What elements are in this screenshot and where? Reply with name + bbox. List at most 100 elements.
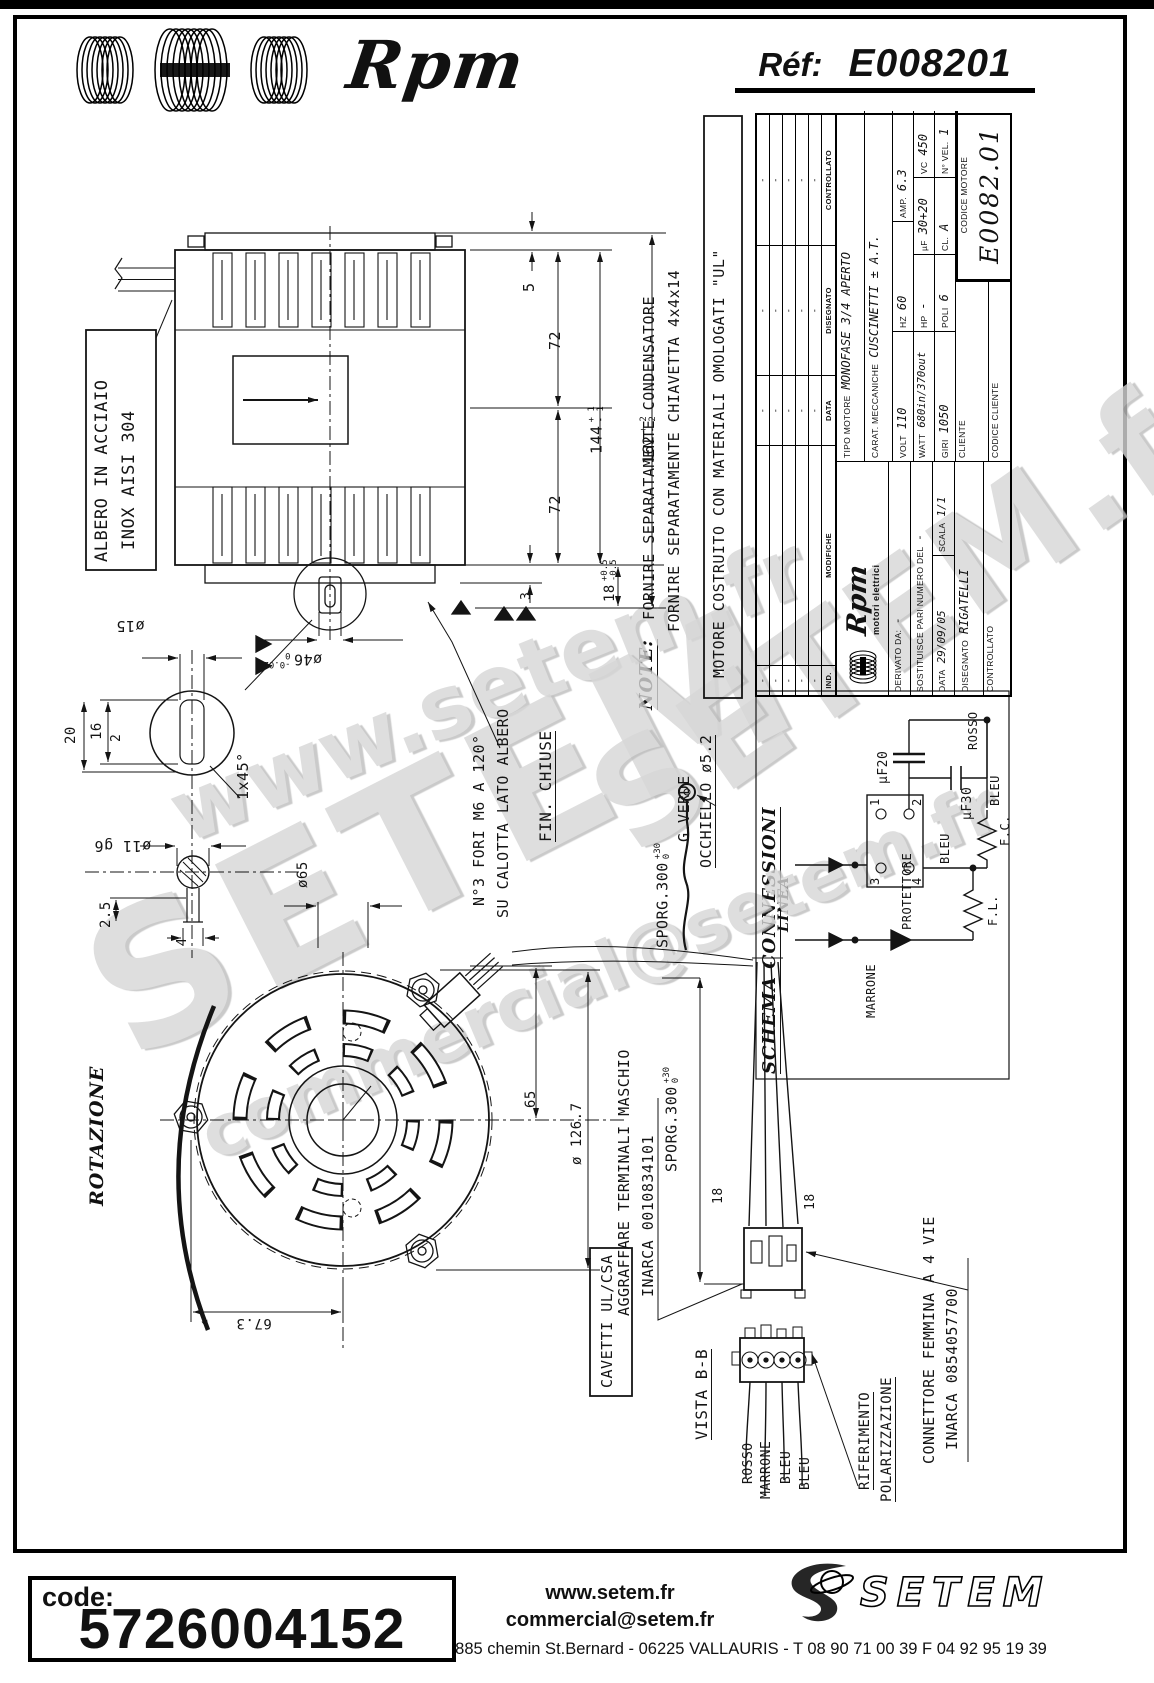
schema-terminal-1: 1 [868,798,882,806]
rev-cell [809,445,822,665]
footer-site[interactable]: www.setem.fr [545,1582,675,1604]
rev-header: MODIFICHE [822,445,837,665]
schema-marrone: MARRONE [864,963,878,1018]
rev-cell: - [770,114,783,245]
rev-cell: - [757,375,770,445]
rev-header: IND. [822,665,837,695]
dim-2: 2 [109,733,124,742]
cable-gland [419,952,504,1032]
wire-label-marrone: MARRONE [759,1440,774,1499]
shaft-material-label2: INOX AISI 304 [119,410,139,550]
label-connettore-2: INARCA 0854057700 [943,1287,961,1450]
schema-fl: F.L. [986,895,1000,926]
scan-top-edge [0,0,1154,9]
tb-controllato: CONTROLLATO [984,461,1011,695]
rev-cell: - [796,245,809,375]
tb-logo-cell: Rpm motori elettrici [837,461,889,695]
setem-logo-text: SETEM [860,1570,1050,1616]
rev-cell: - [783,245,796,375]
rev-header: CONTROLLATO [822,114,837,245]
ref-value: E008201 [848,42,1012,85]
rev-cell: - [770,375,783,445]
dim-18: 18+0.5-0.5 [600,559,619,602]
dim-chamfer: 1x45° [234,752,252,800]
dim-2-5: 2.5 [98,901,114,928]
wire-harness-connector [589,957,969,1497]
rev-cell [796,445,809,665]
dim-5: 5 [520,282,538,292]
footer-email[interactable]: commercial@setem.fr [505,1609,715,1631]
rotation-arrow-icon [176,1005,217,1331]
rev-cell: - [783,375,796,445]
motor-front-view [160,601,754,1348]
cavetti-box [589,1247,633,1397]
rev-cell: - [757,245,770,375]
note-line-1: FORNIRE SEPARATAMENTE CONDENSATORE [640,295,658,620]
shaft-material-label: ALBERO IN ACCIAIO [92,379,112,563]
dim-18-wire-b: 18 [803,1193,818,1210]
schema-cap-30: µF30 [960,786,975,820]
label-fin-chiuse: FIN. CHIUSE [536,730,556,842]
rev-cell: - [770,665,783,695]
rev-cell: - [757,665,770,695]
side-view-dimensions [257,212,666,643]
wire-label-bleu-2: BLEU [798,1456,813,1490]
mounting-bolt-icon [173,972,440,1269]
dim-72-bottom: 72 [546,494,564,514]
dim-144: 144+ 1- 1 [587,406,606,454]
drawing-frame [13,15,1127,1553]
schema-protettore: PROTETTORE [900,852,914,930]
motor-side-view [85,226,537,691]
rev-cell: - [809,375,822,445]
wire-label-bleu-1: BLEU [779,1450,794,1484]
finish-mark-icon [450,599,537,621]
rev-cell: - [783,665,796,695]
dim-67-3: 67.3 [236,1315,272,1331]
tb-nvel: N° VEL.1 [935,111,956,177]
footer-contact: www.setem.fr commercial@setem.fr [455,1580,765,1634]
schema-terminal-4: 4 [910,877,924,885]
rev-cell: - [783,114,796,245]
tb-coil-icon [849,650,876,684]
dim-20: 20 [63,726,79,744]
label-aggraffare-2: INARCA 0010834101 [639,1134,657,1297]
label-cavetti: CAVETTI UL/CSA [598,1254,616,1388]
setem-logo-icon: SETEM [791,1563,1050,1622]
tb-amp: AMP.6.3 [893,111,914,221]
schema-terminal-2: 2 [910,798,924,806]
dim-4: 4 [175,937,190,946]
label-vista-bb: VISTA B-B [692,1348,712,1440]
ul-note-box [703,115,743,699]
schema-fc: F.C. [998,815,1012,846]
rev-cell [757,445,770,665]
label-fori-2: SU CALOTTA LATO ALBERO [494,708,512,918]
schema-rosso: ROSSO [966,711,980,750]
label-occhiello: OCCHIELLO ø5.2 [697,734,716,868]
rev-cell: - [809,245,822,375]
rev-cell: - [809,114,822,245]
rev-cell: - [796,375,809,445]
dim-65: 65 [523,1090,539,1108]
tb-derivato: DERIVATO DA:- [889,461,911,695]
label-aggraffare-1: AGGRAFFARE TERMINALI MASCHIO [615,1049,633,1316]
shaft-detail-views [81,650,300,958]
tb-hp: HP- [914,254,935,331]
rev-cell: - [770,245,783,375]
schema-bleu-2: BLEU [988,775,1002,806]
rev-header: DISEGNATO [822,245,837,375]
rev-header: DATA [822,375,837,445]
dim-phi65: ø65 [295,861,311,888]
schema-cap-20: µF20 [876,750,891,784]
dim-18-wire-a: 18 [711,1187,726,1204]
